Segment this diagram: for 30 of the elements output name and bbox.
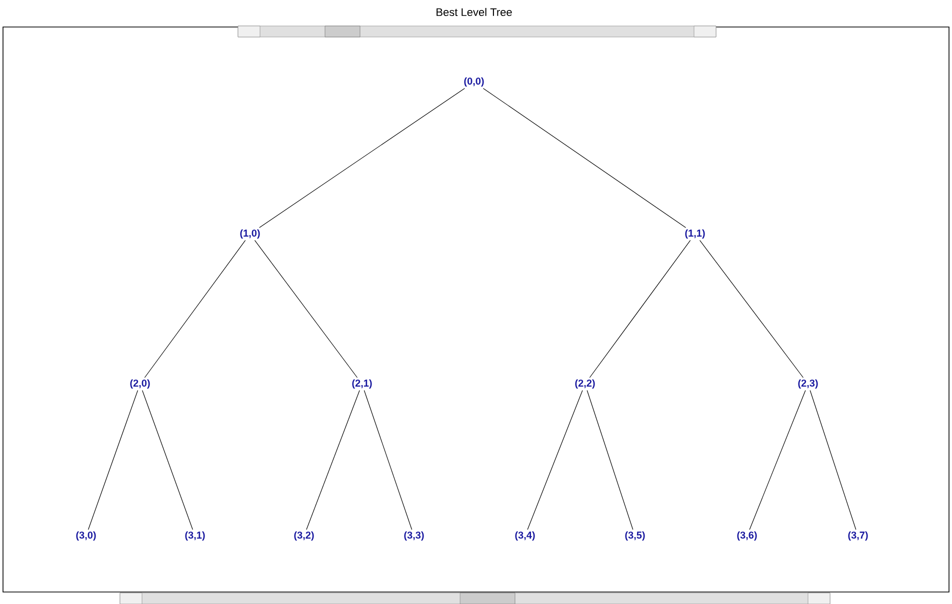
tree-branch [364, 390, 412, 530]
tree-branch [144, 240, 246, 378]
node-label: (3,7) [848, 531, 868, 541]
node-label: (2,2) [575, 379, 595, 389]
tree-branch [259, 88, 465, 228]
node-label: (3,2) [294, 531, 314, 541]
tree-branch [142, 390, 194, 530]
tree-branch [482, 88, 686, 228]
node-label: (3,6) [737, 531, 757, 541]
tree-branch [700, 240, 804, 378]
node-label: (3,4) [515, 531, 535, 541]
node-label: (1,0) [240, 229, 260, 239]
node-label: (0,0) [464, 77, 484, 87]
node-label: (3,0) [76, 531, 96, 541]
tree-branch [589, 240, 691, 378]
tree-branch [254, 240, 358, 378]
tree-branch [527, 390, 583, 530]
tree-branch [749, 390, 806, 530]
tree-branch [810, 390, 856, 530]
node-label: (3,1) [185, 531, 205, 541]
tree-branch [586, 390, 634, 530]
node-label: (1,1) [685, 229, 705, 239]
node-label: (2,0) [130, 379, 150, 389]
tree-branch [88, 390, 138, 530]
node-label: (3,5) [625, 531, 645, 541]
node-label: (3,3) [404, 531, 424, 541]
node-label: (2,1) [352, 379, 372, 389]
tree-branch [306, 390, 360, 530]
node-label: (2,3) [798, 379, 818, 389]
chart-title: Best Level Tree [436, 8, 512, 16]
